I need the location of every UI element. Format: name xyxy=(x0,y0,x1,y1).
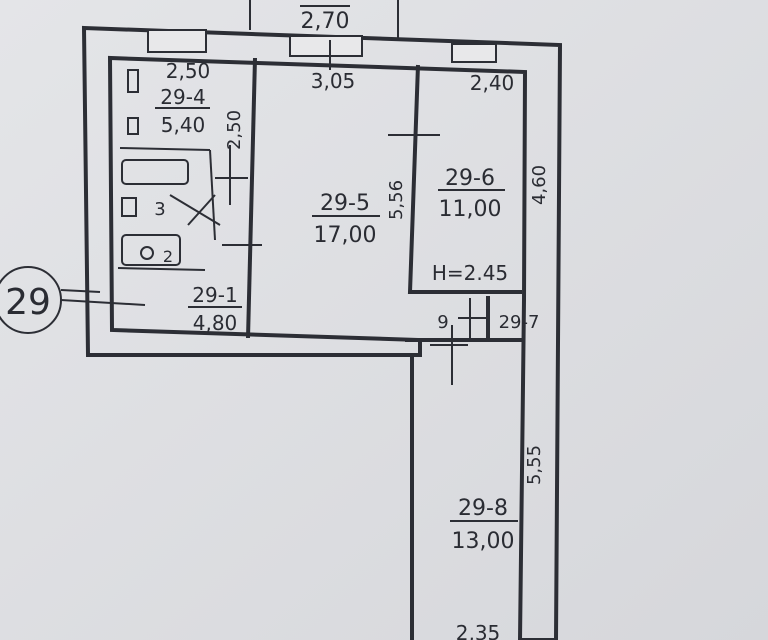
toilet-icon xyxy=(140,246,154,260)
room-29-4-id: 29-4 xyxy=(160,85,205,109)
room-29-6-id: 29-6 xyxy=(445,166,495,191)
room-29-5-area: 17,00 xyxy=(314,223,377,248)
window-top-mid xyxy=(289,35,363,57)
toilet-box-icon xyxy=(121,234,181,266)
room-29-7-num: 9 xyxy=(437,312,448,333)
window-top-left xyxy=(147,29,207,53)
dim-top-right: 2,40 xyxy=(470,71,515,95)
room-29-4-area: 5,40 xyxy=(161,113,206,137)
door-marks xyxy=(215,134,490,385)
sink-icon xyxy=(121,197,137,217)
room-29-6-height: H=2.45 xyxy=(432,261,508,285)
room-29-8-dim: 5,55 xyxy=(524,445,545,485)
room-29-5-id: 29-5 xyxy=(320,191,370,216)
room-29-1-id: 29-1 xyxy=(192,283,237,307)
room-29-8-area: 13,00 xyxy=(452,529,515,554)
bathtub-icon xyxy=(121,159,189,185)
dim-top-mid: 3,05 xyxy=(311,69,356,93)
room-29-6-dim: 4,60 xyxy=(529,165,550,205)
room-29-8-id: 29-8 xyxy=(458,496,508,521)
bath-num: 3 xyxy=(154,199,165,220)
wc-num: 2 xyxy=(163,247,173,266)
window-top-right xyxy=(451,43,497,63)
room-29-8-bottom-dim: 2,35 xyxy=(456,621,501,640)
sink-icon xyxy=(127,117,139,135)
upper-apartment-walls xyxy=(81,25,563,640)
wall-29-5-left xyxy=(246,57,257,339)
dim-top-outer: 2,70 xyxy=(301,9,350,34)
axis-label: 29 xyxy=(5,282,51,323)
stove-icon xyxy=(127,69,139,93)
wall-29-6 xyxy=(407,64,522,294)
room-29-5-dim: 5,56 xyxy=(386,180,407,220)
room-29-6-area: 11,00 xyxy=(439,197,502,222)
dim-top-left: 2,50 xyxy=(166,59,211,83)
room-29-4-dim: 2,50 xyxy=(224,110,245,150)
room-29-7-id: 29-7 xyxy=(499,312,540,333)
room-29-1-area: 4,80 xyxy=(193,311,238,335)
